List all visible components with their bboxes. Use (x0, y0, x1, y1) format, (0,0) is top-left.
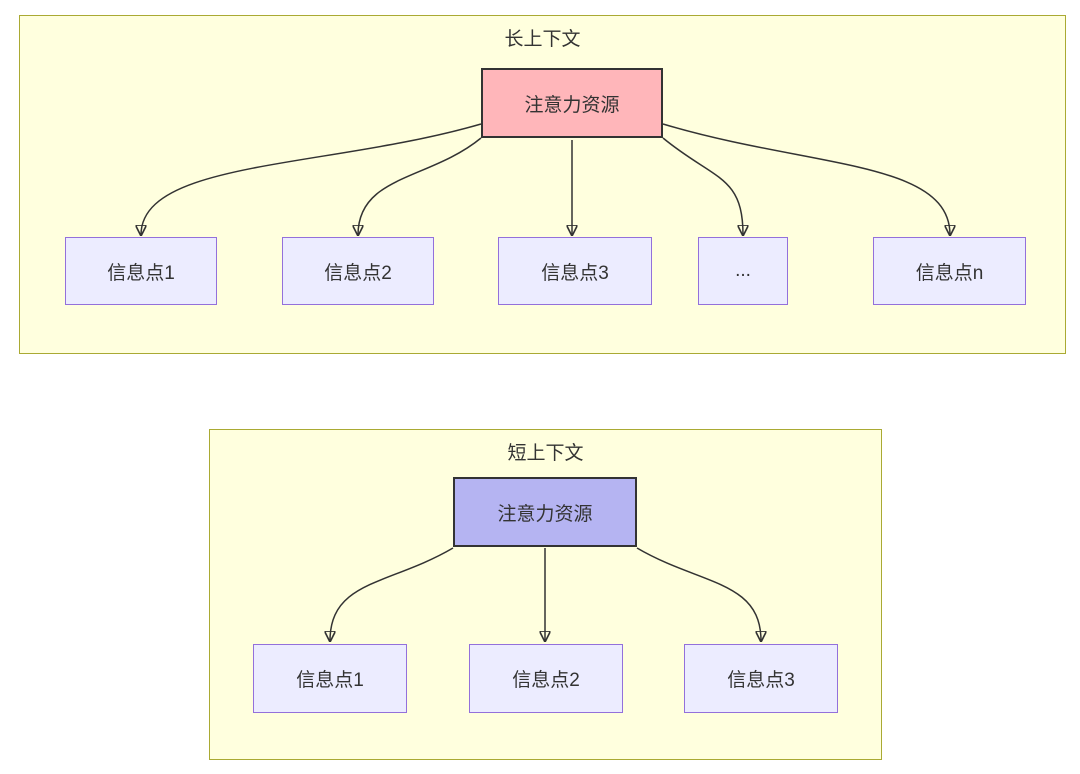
info-node-long-3-label: 信息点3 (541, 262, 609, 284)
info-node-long-3: 信息点3 (498, 237, 652, 305)
info-node-long-1: 信息点1 (65, 237, 217, 305)
info-node-short-3: 信息点3 (684, 644, 838, 713)
info-node-short-2: 信息点2 (469, 644, 623, 713)
attention-resource-node-short: 注意力资源 (453, 477, 637, 547)
info-node-short-1-label: 信息点1 (296, 670, 364, 691)
info-node-long-n-label: 信息点n (915, 262, 984, 284)
info-node-long-2-label: 信息点2 (324, 262, 392, 284)
info-node-long-ellipsis-label: ... (735, 260, 751, 281)
info-node-long-1-label: 信息点1 (107, 262, 175, 284)
long-context-title: 长上下文 (504, 29, 581, 50)
info-node-long-n: 信息点n (873, 237, 1026, 305)
info-node-long-2: 信息点2 (282, 237, 434, 305)
attention-resource-node-long: 注意力资源 (481, 68, 663, 138)
info-node-short-2-label: 信息点2 (512, 670, 580, 691)
short-context-title: 短上下文 (507, 443, 584, 464)
info-node-long-ellipsis: ... (698, 237, 788, 305)
attention-resource-label-short: 注意力资源 (497, 503, 593, 525)
attention-resource-label-long: 注意力资源 (524, 94, 620, 116)
info-node-short-3-label: 信息点3 (727, 670, 795, 691)
info-node-short-1: 信息点1 (253, 644, 407, 713)
